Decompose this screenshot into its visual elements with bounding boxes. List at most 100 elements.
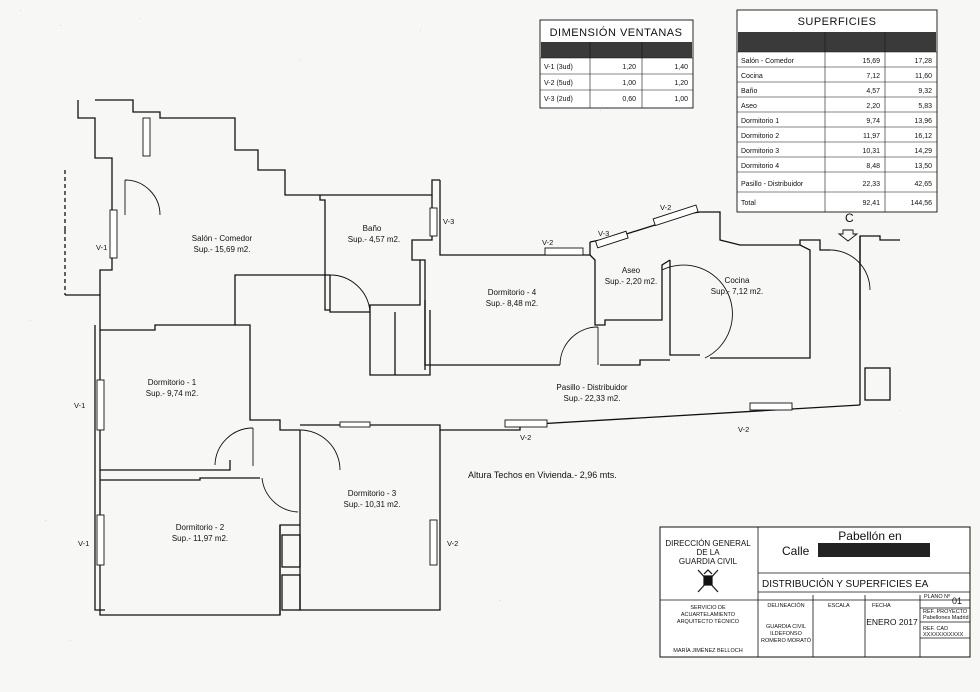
- window-label-v2-dorm4: V-2: [542, 238, 553, 247]
- areas-table: SUPERFICIES Salón - Comedor 15,69 17,28 …: [736, 9, 938, 213]
- areas-row-4-value-1: 2,20: [866, 103, 880, 110]
- service-line-2: ACUARTELAMIENTO: [681, 612, 736, 618]
- areas-row-8-value-1: 8,48: [866, 163, 880, 170]
- date-value: ENERO 2017: [866, 617, 918, 627]
- room-name-salon: Salón - Comedor: [192, 234, 253, 243]
- areas-row-6-label: Dormitorio 2: [741, 133, 779, 140]
- window-label-v2-cocina: V-2: [660, 203, 671, 212]
- areas-row-5-label: Dormitorio 1: [741, 118, 779, 125]
- ref-project-label: REF. PROYECTO: [923, 609, 968, 615]
- redacted-address: [818, 543, 930, 557]
- room-name-dorm3: Dormitorio - 3: [348, 489, 397, 498]
- window-label-v1-dorm2: V-1: [78, 539, 89, 548]
- areas-row-4-value-2: 5,83: [918, 103, 932, 110]
- windows-row-2-label: V-2 (5ud): [544, 80, 573, 87]
- areas-row-2-value-2: 11,60: [915, 73, 932, 80]
- window-label-v2-pasillo-b: V-2: [738, 425, 749, 434]
- ceiling-height-note: Altura Techos en Vivienda.- 2,96 mts.: [468, 470, 617, 480]
- areas-row-9-value-1: 22,33: [862, 181, 880, 188]
- walls: [64, 99, 900, 616]
- delineation-line-3: ROMERO MORATÓ: [761, 637, 812, 644]
- windows-row-3-value-2: 1,00: [674, 96, 688, 103]
- windows-row-2-value-1: 1,00: [622, 80, 636, 87]
- window-label-v3-bano: V-3: [443, 217, 454, 226]
- areas-row-8-value-2: 13,50: [914, 163, 932, 170]
- areas-row-7-label: Dormitorio 3: [741, 148, 779, 155]
- room-area-cocina: Sup.- 7,12 m2.: [711, 287, 763, 296]
- guardia-civil-emblem-icon: [697, 569, 719, 593]
- areas-row-9-value-2: 42,65: [914, 181, 932, 188]
- window-marks: [96, 117, 793, 566]
- window-label-v1-dorm1: V-1: [74, 401, 85, 410]
- entrance-arrow-icon: [837, 229, 859, 242]
- window-label-v2-pasillo-a: V-2: [520, 433, 531, 442]
- delineation-line-2: ILDEFONSO: [770, 631, 803, 637]
- room-name-dorm4: Dormitorio - 4: [488, 288, 537, 297]
- areas-row-total-label: Total: [741, 200, 756, 207]
- entrance-marker: C: [845, 211, 854, 225]
- areas-row-8-label: Dormitorio 4: [741, 163, 779, 170]
- project-line-2: Calle: [782, 544, 810, 558]
- windows-row-1-label: V-1 (3ud): [544, 64, 573, 71]
- areas-table-title: SUPERFICIES: [798, 16, 877, 28]
- room-name-dorm1: Dormitorio - 1: [148, 378, 197, 387]
- room-name-dorm2: Dormitorio - 2: [176, 523, 225, 532]
- areas-row-7-value-1: 10,31: [862, 148, 880, 155]
- windows-table-title: DIMENSIÓN VENTANAS: [550, 26, 683, 39]
- areas-row-total-value-1: 92,41: [862, 200, 880, 207]
- areas-row-total-value-2: 144,56: [911, 200, 933, 207]
- room-area-bano: Sup.- 4,57 m2.: [348, 235, 400, 244]
- windows-row-1-value-1: 1,20: [622, 64, 636, 71]
- areas-row-6-value-1: 11,97: [863, 133, 880, 140]
- plan-number-label: PLANO Nº: [924, 593, 950, 600]
- windows-row-1-value-2: 1,40: [674, 64, 688, 71]
- areas-row-6-value-2: 16,12: [914, 133, 932, 140]
- ref-project-value: Pabellones Madrid: [923, 615, 969, 621]
- room-area-salon: Sup.- 15,69 m2.: [194, 245, 251, 254]
- window-label-v1-salon: V-1: [96, 243, 107, 252]
- project-line-1: Pabellón en: [838, 529, 901, 543]
- room-area-aseo: Sup.- 2,20 m2.: [605, 277, 657, 286]
- areas-row-5-value-1: 9,74: [866, 118, 880, 125]
- room-name-bano: Baño: [363, 224, 382, 233]
- areas-row-3-value-2: 9,32: [918, 88, 932, 95]
- room-area-dorm2: Sup.- 11,97 m2.: [172, 534, 228, 543]
- architect-name: MARÍA JIMÉNEZ BELLOCH: [673, 647, 742, 654]
- room-area-dorm1: Sup.- 9,74 m2.: [146, 389, 198, 398]
- room-area-dorm3: Sup.- 10,31 m2.: [344, 500, 401, 509]
- ref-cad-value: XXXXXXXXXXX: [923, 632, 964, 638]
- areas-row-1-value-1: 15,69: [862, 58, 880, 65]
- windows-row-3-label: V-3 (2ud): [544, 96, 573, 103]
- areas-row-2-label: Cocina: [741, 73, 763, 80]
- areas-row-1-label: Salón - Comedor: [741, 58, 795, 65]
- delineation-label: DELINEACIÓN: [767, 602, 804, 609]
- delineation-line-1: GUARDIA CIVIL: [766, 624, 806, 630]
- areas-row-3-value-1: 4,57: [866, 88, 880, 95]
- areas-row-3-label: Baño: [741, 88, 757, 95]
- door-swings: [124, 179, 871, 513]
- title-block: DIRECCIÓN GENERAL DE LA GUARDIA CIVIL Pa…: [659, 526, 971, 658]
- room-name-aseo: Aseo: [622, 266, 641, 275]
- room-area-pasillo: Sup.- 22,33 m2.: [564, 394, 621, 403]
- window-label-v2-dorm3: V-2: [447, 539, 458, 548]
- room-name-pasillo: Pasillo - Distribuidor: [556, 383, 627, 392]
- areas-row-7-value-2: 14,29: [914, 148, 932, 155]
- date-label: FECHA: [872, 603, 891, 609]
- scale-label: ESCALA: [828, 603, 850, 609]
- windows-row-3-value-1: 0,60: [622, 96, 636, 103]
- org-line-2: DE LA: [696, 548, 720, 557]
- window-label-v3-aseo: V-3: [598, 229, 609, 238]
- room-area-dorm4: Sup.- 8,48 m2.: [486, 299, 538, 308]
- room-name-cocina: Cocina: [725, 276, 750, 285]
- areas-row-9-label: Pasillo - Distribuidor: [741, 181, 804, 188]
- areas-row-4-label: Aseo: [741, 103, 757, 110]
- org-line-3: GUARDIA CIVIL: [679, 557, 738, 566]
- service-line-3: ARQUITECTO TÉCNICO: [677, 618, 740, 625]
- ref-cad-label: REF. CAD: [923, 626, 948, 632]
- drawing-title: DISTRIBUCIÓN Y SUPERFICIES EA: [762, 577, 929, 590]
- service-line-1: SERVICIO DE: [690, 605, 726, 611]
- plan-number: 01: [952, 596, 962, 606]
- windows-table: DIMENSIÓN VENTANAS V-1 (3ud) 1,20 1,40 V…: [539, 19, 694, 109]
